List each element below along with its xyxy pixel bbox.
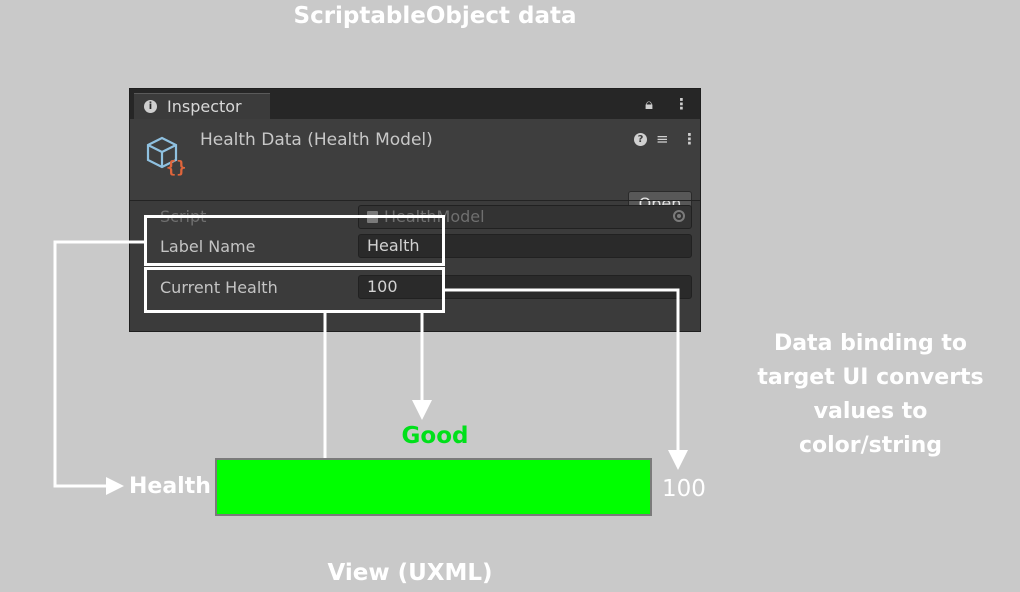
tab-label: Inspector bbox=[167, 97, 242, 116]
view-label: Health bbox=[129, 474, 211, 499]
asset-title: Health Data (Health Model) bbox=[200, 130, 433, 150]
divider bbox=[130, 200, 700, 201]
scriptable-object-icon: {} bbox=[146, 136, 186, 178]
menu-icon[interactable]: ⋮ bbox=[682, 130, 697, 148]
tab-strip: i Inspector 🔒︎ ⋮ bbox=[130, 89, 700, 119]
current-health-highlight bbox=[144, 267, 445, 313]
inspector-panel: i Inspector 🔒︎ ⋮ {} Health Data (Health … bbox=[129, 88, 701, 332]
label-name-label: Label Name bbox=[160, 237, 256, 256]
status-text: Good bbox=[401, 423, 469, 449]
value-arrow-line bbox=[445, 288, 680, 452]
label-name-highlight bbox=[144, 215, 445, 266]
view-heading: View (UXML) bbox=[327, 560, 493, 586]
scriptable-object-heading: ScriptableObject data bbox=[293, 3, 577, 29]
value-arrowhead bbox=[668, 450, 688, 470]
health-value: 100 bbox=[662, 476, 706, 502]
status-arrowhead bbox=[412, 400, 432, 420]
presets-icon[interactable]: ≡ bbox=[656, 130, 669, 148]
help-icon[interactable]: ? bbox=[634, 133, 647, 146]
lock-icon[interactable]: 🔒︎ bbox=[645, 95, 653, 113]
health-bar bbox=[215, 458, 652, 516]
label-name-field[interactable]: Health bbox=[358, 234, 692, 258]
current-health-field[interactable]: 100 bbox=[358, 275, 692, 299]
label-arrowhead bbox=[106, 477, 124, 495]
asset-header: {} Health Data (Health Model) ? ≡ ⋮ Open bbox=[130, 119, 700, 216]
object-picker-icon[interactable] bbox=[673, 210, 685, 222]
menu-icon[interactable]: ⋮ bbox=[674, 95, 689, 113]
svg-text:{}: {} bbox=[166, 158, 186, 178]
binding-note: Data binding to target UI converts value… bbox=[757, 331, 984, 458]
info-icon: i bbox=[144, 100, 157, 113]
current-health-label: Current Health bbox=[160, 278, 278, 297]
label-arrow-line bbox=[53, 240, 144, 488]
tab-inspector[interactable]: i Inspector bbox=[134, 93, 270, 119]
